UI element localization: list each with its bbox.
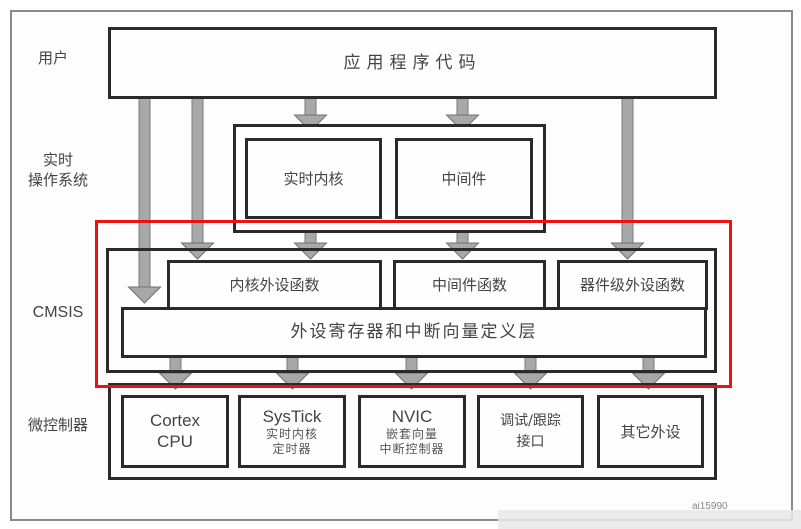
mcu-block-sub: 定时器 <box>272 441 312 456</box>
mcu-block-nvic: NVIC 嵌套向量 中断控制器 <box>358 395 466 468</box>
mcu-block-sub: 嵌套向量 <box>385 427 438 442</box>
layer-label-rtos-line1: 实时 <box>42 151 73 169</box>
middleware-functions-box: 中间件函数 <box>393 260 546 310</box>
mcu-block-sub: CPU <box>157 431 193 451</box>
application-code-box: 应用程序代码 <box>108 27 717 99</box>
mcu-block-title: 调试/跟踪 <box>500 412 561 429</box>
mcu-container <box>108 383 717 480</box>
layer-label-rtos: 实时 操作系统 <box>18 150 98 191</box>
layer-label-mcu: 微控制器 <box>27 416 88 434</box>
mcu-block-title: Cortex <box>149 411 201 431</box>
mcu-block-cortex-cpu: Cortex CPU <box>121 395 229 468</box>
mcu-block-title: SysTick <box>262 406 322 426</box>
register-and-vector-layer-box: 外设寄存器和中断向量定义层 <box>121 307 707 358</box>
mcu-block-sub: 中断控制器 <box>379 441 445 456</box>
mcu-block-sub: 实时内核 <box>265 427 318 442</box>
layer-label-rtos-line2: 操作系统 <box>27 171 88 190</box>
mcu-block-title: 其它外设 <box>620 422 681 441</box>
layer-label-user: 用户 <box>37 49 68 67</box>
mcu-block-systick: SysTick 实时内核 定时器 <box>238 395 346 468</box>
mcu-block-title: NVIC <box>391 406 433 426</box>
rtos-kernel-box: 实时内核 <box>245 138 382 219</box>
mcu-block-other-peripherals: 其它外设 <box>597 395 704 468</box>
mcu-block-sub: 接口 <box>516 433 545 450</box>
core-peripheral-functions-box: 内核外设函数 <box>167 260 382 310</box>
layer-label-cmsis: CMSIS <box>32 304 84 321</box>
cmsis-highlight-box <box>95 220 732 388</box>
middleware-box: 中间件 <box>395 138 533 219</box>
cmsis-container <box>106 248 717 373</box>
figure-reference: ai15990 <box>692 501 728 512</box>
mcu-block-debug-trace: 调试/跟踪 接口 <box>477 395 584 468</box>
watermark-overlay <box>498 510 801 529</box>
